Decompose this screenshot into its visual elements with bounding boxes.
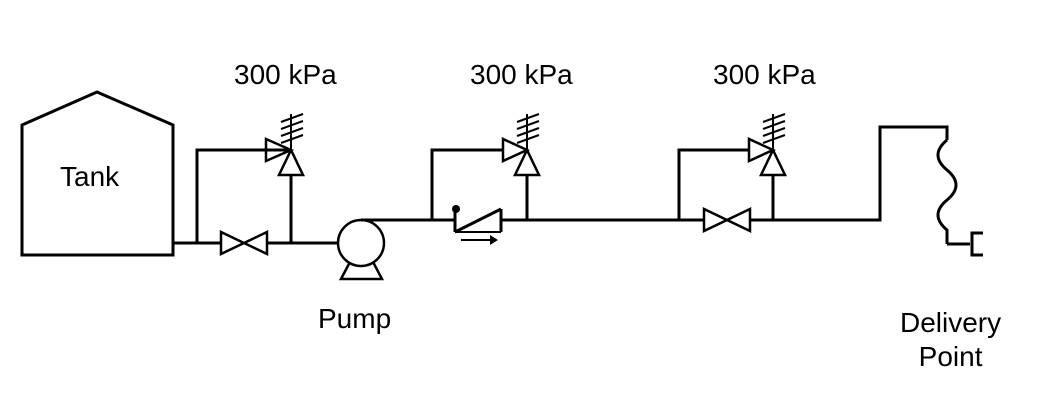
pump-symbol — [336, 218, 432, 281]
gate-valve-1 — [219, 230, 269, 256]
bypass-loop-1 — [195, 148, 266, 243]
delivery-point-label: Delivery Point — [900, 306, 1001, 373]
delivery-label-line1: Delivery — [900, 307, 1002, 338]
tank-label: Tank — [60, 161, 120, 192]
bypass-loop-2 — [430, 148, 503, 220]
relief-valve-2 — [501, 113, 541, 177]
tank-shape — [20, 90, 175, 257]
check-valve — [452, 205, 503, 245]
pump-label: Pump — [318, 303, 392, 334]
relief-valve-3-label: 300 kPa — [713, 59, 816, 90]
gate-valve-2 — [702, 207, 752, 233]
relief-valve-1 — [264, 113, 305, 177]
flexible-hose — [936, 138, 958, 244]
bypass-loop-3 — [677, 148, 749, 220]
pipe-to-delivery — [750, 125, 949, 222]
relief-valve-1-label: 300 kPa — [234, 59, 337, 90]
relief-valve-2-label: 300 kPa — [470, 59, 573, 90]
delivery-nozzle — [947, 231, 983, 257]
delivery-label-line2: Point — [918, 340, 983, 372]
relief-valve-3 — [747, 113, 787, 177]
